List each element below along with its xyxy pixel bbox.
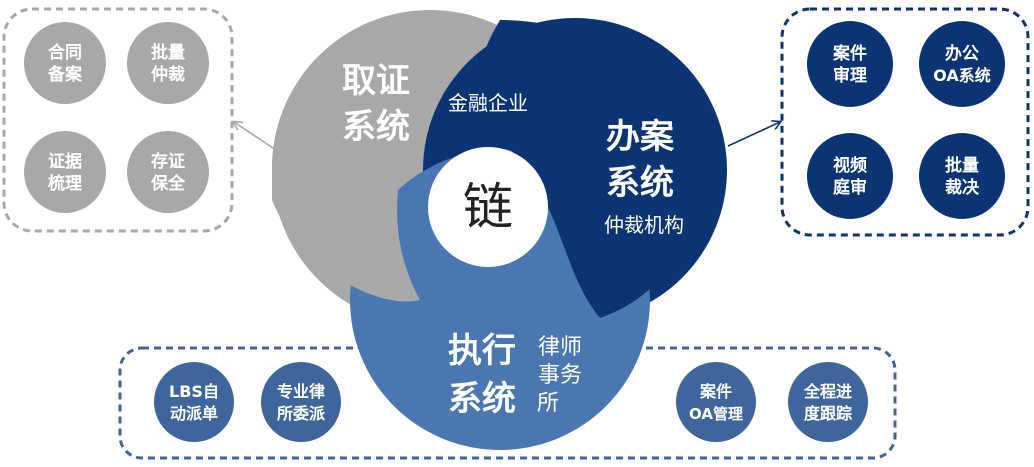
evidence-subtitle: 金融企业 bbox=[448, 91, 528, 115]
svg-text:梳理: 梳理 bbox=[48, 173, 82, 194]
left-item: 证据 梳理 bbox=[24, 131, 106, 213]
left-item: 批量 仲裁 bbox=[127, 22, 209, 104]
svg-text:备案: 备案 bbox=[47, 64, 83, 85]
bottom-group: LBS自 动派单 专业律 所委派 案件 OA管理 全程进 度跟踪 bbox=[154, 362, 868, 442]
case-subtitle: 仲裁机构 bbox=[604, 213, 684, 237]
center-label: 链 bbox=[463, 178, 513, 236]
svg-text:批量: 批量 bbox=[945, 155, 979, 176]
case-title-line1: 办案 bbox=[606, 117, 675, 157]
right-group: 案件 审理 办公 OA系统 视频 庭审 批量 裁决 bbox=[807, 21, 1005, 219]
swirl bbox=[272, 10, 727, 450]
svg-text:庭审: 庭审 bbox=[833, 177, 867, 198]
svg-text:案件: 案件 bbox=[699, 382, 732, 401]
svg-text:证据: 证据 bbox=[48, 151, 82, 172]
center-circle bbox=[428, 147, 548, 267]
case-title-line2: 系统 bbox=[606, 163, 674, 203]
svg-text:审理: 审理 bbox=[833, 65, 867, 86]
svg-text:OA管理: OA管理 bbox=[689, 405, 743, 423]
left-item: 合同 备案 bbox=[24, 22, 106, 104]
svg-text:动派单: 动派单 bbox=[170, 404, 218, 423]
svg-text:案件: 案件 bbox=[832, 43, 867, 64]
left-group: 合同 备案 批量 仲裁 证据 梳理 存证 保全 bbox=[24, 22, 209, 213]
evidence-overlap bbox=[272, 10, 492, 302]
case-overlap bbox=[477, 20, 690, 318]
svg-text:全程进: 全程进 bbox=[803, 382, 852, 401]
left-arrow bbox=[234, 122, 277, 151]
execution-subtitle-line2: 事务 bbox=[538, 363, 582, 388]
svg-text:批量: 批量 bbox=[151, 42, 185, 63]
svg-text:裁决: 裁决 bbox=[945, 177, 980, 198]
evidence-title-line1: 取证 bbox=[342, 61, 410, 101]
evidence-title-line2: 系统 bbox=[342, 107, 410, 147]
right-item: 办公 OA系统 bbox=[919, 21, 1005, 107]
svg-text:LBS自: LBS自 bbox=[169, 382, 219, 401]
right-item: 案件 审理 bbox=[807, 21, 893, 107]
right-item: 批量 裁决 bbox=[919, 133, 1005, 219]
execution-subtitle-line1: 律师 bbox=[538, 335, 582, 360]
execution-subtitle-line3: 所 bbox=[537, 391, 559, 416]
svg-text:仲裁: 仲裁 bbox=[151, 64, 185, 85]
svg-text:视频: 视频 bbox=[833, 155, 867, 176]
execution-title-line1: 执行 bbox=[448, 331, 516, 371]
svg-text:OA系统: OA系统 bbox=[933, 66, 991, 85]
right-item: 视频 庭审 bbox=[807, 133, 893, 219]
svg-text:存证: 存证 bbox=[151, 151, 185, 172]
svg-text:保全: 保全 bbox=[150, 173, 186, 194]
execution-title-line2: 系统 bbox=[448, 379, 516, 419]
right-arrow bbox=[727, 122, 780, 147]
bottom-item: LBS自 动派单 bbox=[154, 362, 234, 442]
svg-text:专业律: 专业律 bbox=[277, 382, 325, 401]
bottom-item: 全程进 度跟踪 bbox=[788, 362, 868, 442]
left-item: 存证 保全 bbox=[127, 131, 209, 213]
svg-text:所委派: 所委派 bbox=[277, 404, 326, 423]
bottom-item: 专业律 所委派 bbox=[261, 362, 341, 442]
svg-text:合同: 合同 bbox=[48, 42, 82, 63]
bottom-item: 案件 OA管理 bbox=[676, 362, 756, 442]
svg-text:度跟踪: 度跟踪 bbox=[804, 404, 852, 423]
svg-text:办公: 办公 bbox=[945, 43, 979, 64]
